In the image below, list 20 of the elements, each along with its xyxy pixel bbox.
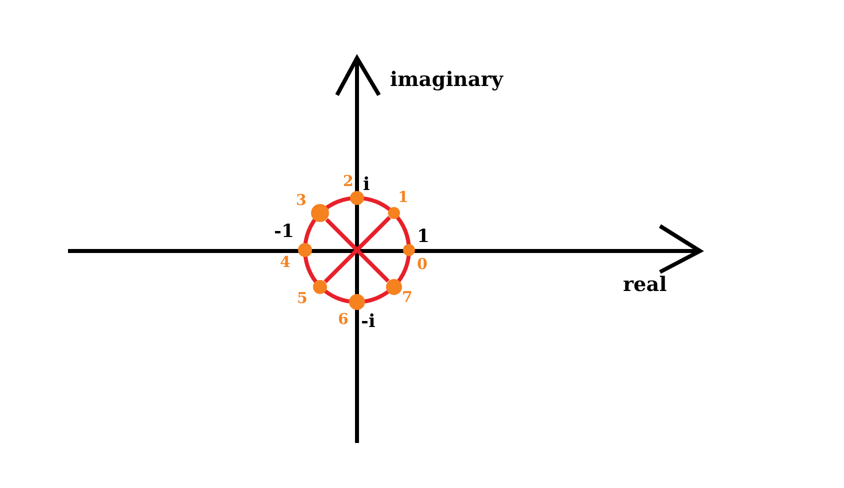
axis-label: real xyxy=(623,274,667,294)
axis-label: -i xyxy=(361,313,376,331)
point-number: 1 xyxy=(398,190,408,205)
axis-label: -1 xyxy=(274,223,294,241)
point-dot xyxy=(313,280,328,294)
point-number: 4 xyxy=(280,255,290,270)
point-number: 0 xyxy=(417,257,428,272)
point-number: 2 xyxy=(343,174,354,189)
point-dot xyxy=(403,244,415,256)
point-number: 6 xyxy=(338,312,348,327)
point-dot xyxy=(350,191,364,205)
axis-label: 1 xyxy=(417,228,430,246)
point-number: 7 xyxy=(402,290,412,305)
point-dot xyxy=(311,204,330,222)
axis-label: imaginary xyxy=(390,69,503,89)
point-dot xyxy=(349,294,365,310)
point-number: 5 xyxy=(297,291,308,306)
axis-label: i xyxy=(363,176,370,194)
point-dot xyxy=(298,243,312,257)
point-number: 3 xyxy=(296,193,306,208)
